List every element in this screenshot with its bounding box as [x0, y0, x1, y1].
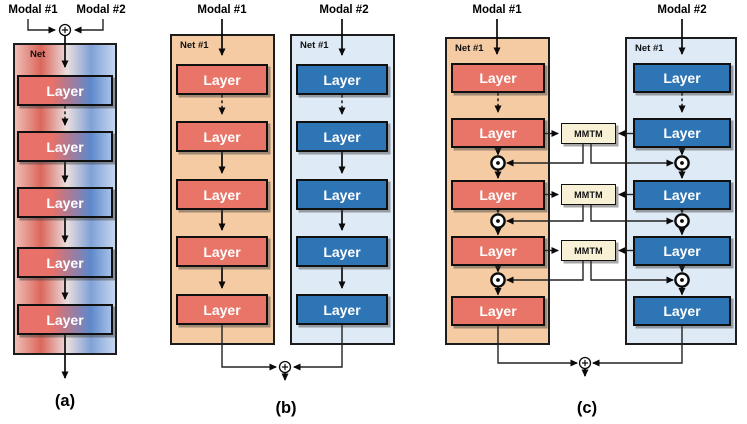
- circled-plus-icon: [578, 356, 592, 370]
- mmtm-3-wires: [506, 247, 674, 284]
- panel-c-fusion-wires: [497, 326, 683, 377]
- circled-dot-icon: [490, 213, 506, 229]
- panel-b-net-1-label: Net #1: [180, 40, 209, 51]
- layer-box: Layer: [17, 187, 113, 218]
- panel-c-net-2-label: Net #1: [635, 43, 664, 54]
- panel-c-modal-1-label: Modal #1: [472, 4, 522, 16]
- panel-c-modal-2-label: Modal #2: [657, 4, 707, 16]
- layer-box: Layer: [17, 304, 113, 335]
- circled-dot-icon: [490, 155, 506, 171]
- layer-box: Layer: [176, 121, 268, 152]
- panel-c-caption: (c): [576, 399, 598, 417]
- mmtm-2-wires: [506, 191, 674, 225]
- layer-box: Layer: [176, 64, 268, 95]
- panel-b-modal-1-label: Modal #1: [197, 4, 247, 16]
- layer-box: Layer: [296, 64, 388, 95]
- layer-box: Layer: [296, 236, 388, 267]
- layer-box: Layer: [176, 236, 268, 267]
- layer-box: Layer: [17, 247, 113, 278]
- circled-dot-icon: [674, 272, 690, 288]
- layer-box: Layer: [176, 179, 268, 210]
- mmtm-module-1: MMTM: [561, 123, 616, 144]
- panel-b-modal-2-label: Modal #2: [319, 4, 369, 16]
- layer-box: Layer: [451, 180, 545, 210]
- layer-box: Layer: [451, 63, 545, 93]
- mmtm-module-3: MMTM: [561, 240, 616, 261]
- panel-b-fusion-wires: [221, 325, 343, 381]
- mmtm-1-wires: [506, 130, 674, 167]
- circled-dot-icon: [674, 213, 690, 229]
- layer-box: Layer: [296, 179, 388, 210]
- layer-box: Layer: [17, 131, 113, 162]
- panel-a-input-wires: [27, 19, 104, 68]
- panel-b-input-wires: [218, 19, 346, 56]
- circled-plus-icon: [58, 23, 72, 37]
- panel-a-net-label: Net: [30, 49, 46, 60]
- layer-box: Layer: [17, 75, 113, 106]
- panel-a-modal-1-label: Modal #1: [8, 4, 58, 16]
- layer-box: Layer: [451, 118, 545, 148]
- panel-a-modal-2-label: Modal #2: [76, 4, 126, 16]
- panel-b-net-2-label: Net #1: [300, 40, 329, 51]
- layer-box: Layer: [633, 236, 731, 266]
- layer-box: Layer: [633, 63, 731, 93]
- circled-dot-icon: [674, 155, 690, 171]
- panel-a-caption: (a): [54, 392, 76, 410]
- circled-dot-icon: [490, 272, 506, 288]
- mmtm-module-2: MMTM: [561, 184, 616, 205]
- panel-b-caption: (b): [275, 399, 297, 417]
- layer-box: Layer: [633, 296, 731, 326]
- layer-box: Layer: [633, 180, 731, 210]
- layer-box: Layer: [633, 118, 731, 148]
- circled-plus-icon: [278, 360, 292, 374]
- layer-box: Layer: [296, 294, 388, 325]
- layer-box: Layer: [451, 236, 545, 266]
- panel-c-net-1-label: Net #1: [455, 43, 484, 54]
- layer-box: Layer: [296, 121, 388, 152]
- panel-c-input-wires: [493, 19, 686, 55]
- panel-b-layer-arrows: [218, 95, 346, 289]
- layer-box: Layer: [176, 294, 268, 325]
- layer-box: Layer: [451, 296, 545, 326]
